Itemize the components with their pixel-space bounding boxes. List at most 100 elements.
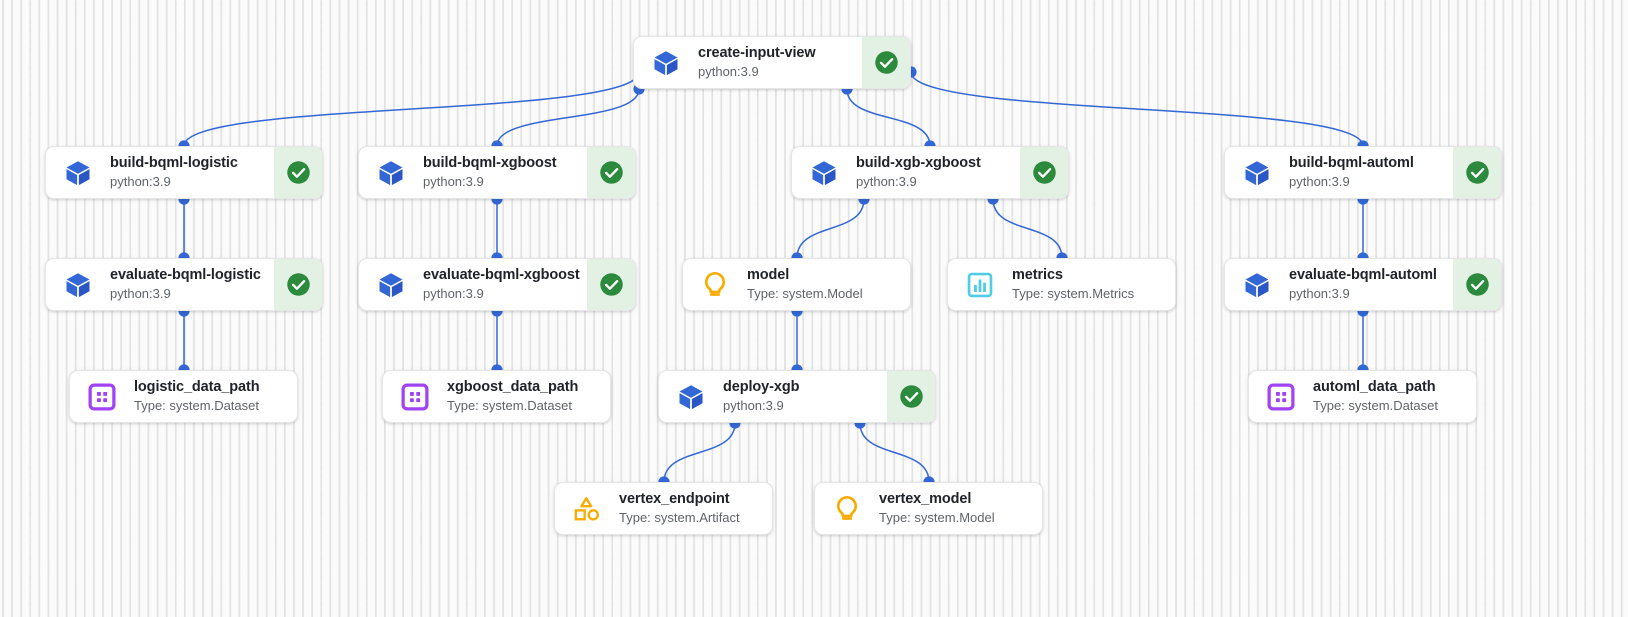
node-subtitle: Type: system.Dataset — [1313, 398, 1438, 413]
check-circle-icon — [874, 51, 898, 74]
dataset-icon — [401, 383, 429, 410]
graph-node-metrics[interactable]: metrics Type: system.Metrics — [947, 258, 1176, 311]
graph-node-xgboost_data_path[interactable]: xgboost_data_path Type: system.Dataset — [382, 370, 611, 423]
cube-icon — [379, 160, 403, 185]
cube-icon — [812, 160, 836, 185]
graph-node-evaluate-bqml-logistic[interactable]: evaluate-bqml-logistic python:3.9 — [45, 258, 323, 311]
node-text: evaluate-bqml-automl python:3.9 — [1289, 267, 1437, 302]
status-badge[interactable] — [862, 37, 910, 88]
cube-icon — [1245, 160, 1269, 185]
dataset-icon — [1267, 383, 1295, 410]
status-badge[interactable] — [1453, 259, 1501, 310]
graph-node-vertex_endpoint[interactable]: vertex_endpoint Type: system.Artifact — [554, 482, 773, 535]
node-icon — [831, 493, 863, 525]
cube-icon — [66, 160, 90, 185]
node-title: deploy-xgb — [723, 379, 800, 395]
node-title: create-input-view — [698, 45, 816, 61]
node-body: evaluate-bqml-xgboost python:3.9 — [359, 259, 587, 310]
graph-node-build-xgb-xgboost[interactable]: build-xgb-xgboost python:3.9 — [791, 146, 1069, 199]
node-text: vertex_model Type: system.Model — [879, 491, 995, 526]
cube-icon — [679, 384, 703, 409]
node-subtitle: python:3.9 — [110, 286, 171, 301]
node-icon — [699, 269, 731, 301]
node-text: automl_data_path Type: system.Dataset — [1313, 379, 1438, 414]
graph-node-vertex_model[interactable]: vertex_model Type: system.Model — [814, 482, 1043, 535]
node-body: build-bqml-logistic python:3.9 — [46, 147, 274, 198]
node-body: metrics Type: system.Metrics — [948, 259, 1175, 310]
graph-edge — [910, 71, 1364, 147]
status-badge[interactable] — [587, 259, 635, 310]
node-text: evaluate-bqml-logistic python:3.9 — [110, 267, 261, 302]
cube-icon — [1245, 272, 1269, 297]
node-icon — [62, 157, 94, 189]
node-subtitle: python:3.9 — [856, 174, 917, 189]
status-badge[interactable] — [1453, 147, 1501, 198]
status-badge[interactable] — [274, 147, 322, 198]
node-title: model — [747, 267, 790, 283]
node-icon — [964, 269, 996, 301]
node-subtitle: python:3.9 — [1289, 286, 1350, 301]
graph-node-automl_data_path[interactable]: automl_data_path Type: system.Dataset — [1248, 370, 1477, 423]
artifact-shapes-icon — [574, 496, 600, 521]
check-circle-icon — [1032, 161, 1056, 184]
graph-node-create-input-view[interactable]: create-input-view python:3.9 — [633, 36, 911, 89]
graph-node-build-bqml-automl[interactable]: build-bqml-automl python:3.9 — [1224, 146, 1502, 199]
node-icon — [86, 381, 118, 413]
lightbulb-icon — [705, 271, 725, 296]
node-body: build-bqml-xgboost python:3.9 — [359, 147, 587, 198]
check-circle-icon — [286, 161, 310, 184]
node-body: deploy-xgb python:3.9 — [659, 371, 887, 422]
dataset-icon — [88, 383, 116, 410]
node-title: xgboost_data_path — [447, 379, 579, 395]
node-title: evaluate-bqml-automl — [1289, 267, 1437, 283]
node-body: evaluate-bqml-automl python:3.9 — [1225, 259, 1453, 310]
node-body: logistic_data_path Type: system.Dataset — [70, 371, 297, 422]
node-icon — [399, 381, 431, 413]
node-subtitle: python:3.9 — [423, 286, 484, 301]
cube-icon — [654, 50, 678, 75]
node-icon — [650, 47, 682, 79]
node-text: metrics Type: system.Metrics — [1012, 267, 1134, 302]
graph-node-model[interactable]: model Type: system.Model — [682, 258, 911, 311]
graph-node-evaluate-bqml-xgboost[interactable]: evaluate-bqml-xgboost python:3.9 — [358, 258, 636, 311]
node-subtitle: python:3.9 — [723, 398, 784, 413]
node-body: automl_data_path Type: system.Dataset — [1249, 371, 1476, 422]
node-text: xgboost_data_path Type: system.Dataset — [447, 379, 578, 414]
node-body: create-input-view python:3.9 — [634, 37, 862, 88]
graph-node-deploy-xgb[interactable]: deploy-xgb python:3.9 — [658, 370, 936, 423]
node-title: build-bqml-xgboost — [423, 155, 557, 171]
node-subtitle: Type: system.Artifact — [619, 510, 740, 525]
node-title: evaluate-bqml-xgboost — [423, 267, 580, 283]
status-badge[interactable] — [587, 147, 635, 198]
node-icon — [62, 269, 94, 301]
graph-edge — [183, 71, 640, 147]
check-circle-icon — [899, 385, 923, 408]
node-text: model Type: system.Model — [747, 267, 863, 302]
cube-icon — [66, 272, 90, 297]
node-icon — [675, 381, 707, 413]
status-badge[interactable] — [274, 259, 322, 310]
node-text: build-bqml-xgboost python:3.9 — [423, 155, 557, 190]
status-badge[interactable] — [887, 371, 935, 422]
node-icon — [375, 269, 407, 301]
node-title: vertex_model — [879, 491, 972, 507]
node-title: build-bqml-logistic — [110, 155, 238, 171]
node-body: xgboost_data_path Type: system.Dataset — [383, 371, 610, 422]
graph-edge — [796, 198, 865, 259]
bar-chart-icon — [967, 272, 993, 297]
graph-edge — [992, 198, 1063, 259]
node-title: evaluate-bqml-logistic — [110, 267, 261, 283]
graph-node-build-bqml-logistic[interactable]: build-bqml-logistic python:3.9 — [45, 146, 323, 199]
node-icon — [1241, 157, 1273, 189]
node-text: evaluate-bqml-xgboost python:3.9 — [423, 267, 580, 302]
check-circle-icon — [1465, 161, 1489, 184]
graph-node-build-bqml-xgboost[interactable]: build-bqml-xgboost python:3.9 — [358, 146, 636, 199]
status-badge[interactable] — [1020, 147, 1068, 198]
check-circle-icon — [599, 273, 623, 296]
graph-node-evaluate-bqml-automl[interactable]: evaluate-bqml-automl python:3.9 — [1224, 258, 1502, 311]
graph-node-logistic_data_path[interactable]: logistic_data_path Type: system.Dataset — [69, 370, 298, 423]
node-body: evaluate-bqml-logistic python:3.9 — [46, 259, 274, 310]
check-circle-icon — [286, 273, 310, 296]
node-text: logistic_data_path Type: system.Dataset — [134, 379, 260, 414]
